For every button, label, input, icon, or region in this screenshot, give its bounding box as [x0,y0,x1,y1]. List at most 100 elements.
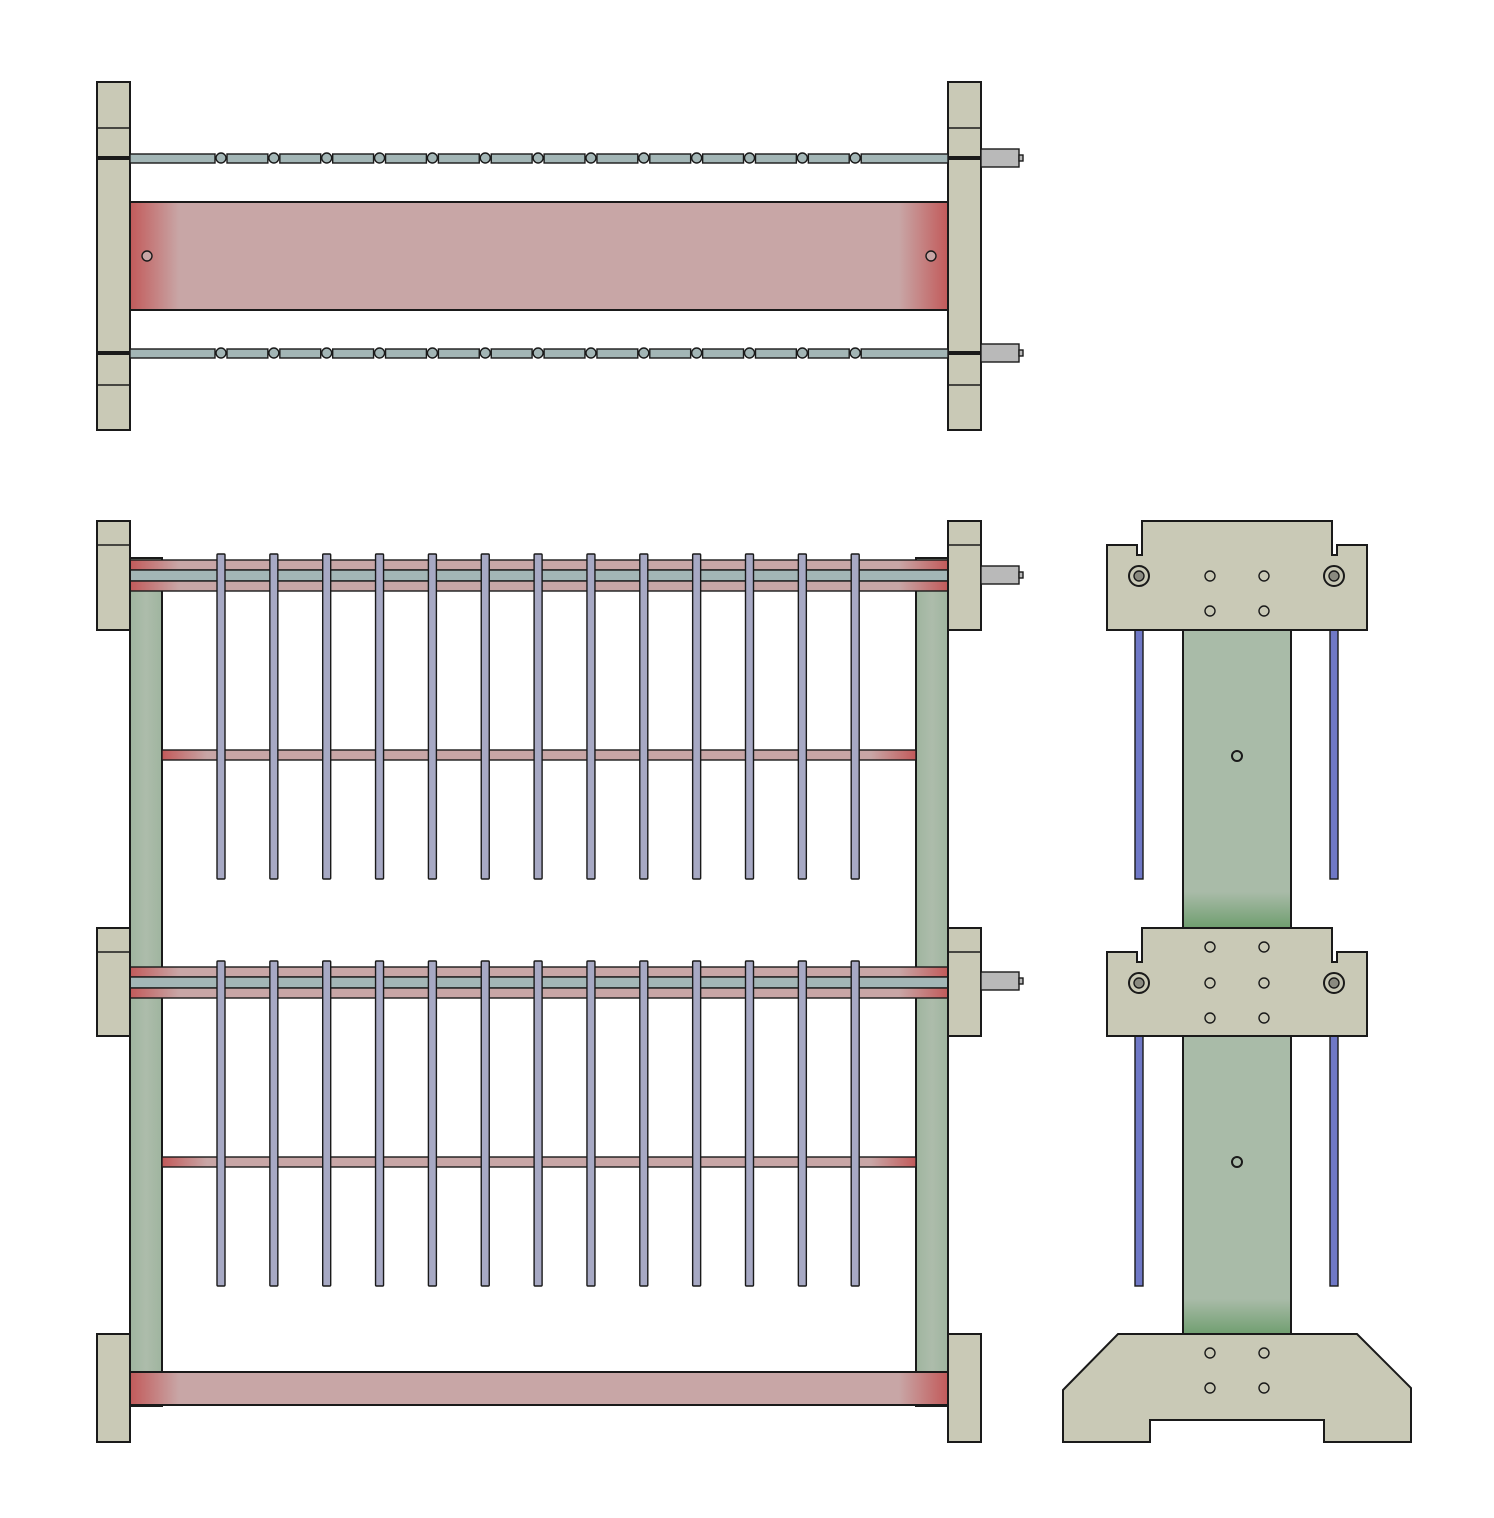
side-foot [1062,1333,1412,1443]
rod-segment [129,348,216,359]
rod-segment [701,348,745,359]
tine-joint [373,152,386,164]
bracket [96,927,131,1037]
rod-segment [649,153,692,164]
front-tier-2 [129,960,949,1287]
knob-pin [980,343,1020,363]
side-spine-upper [1182,627,1292,929]
knob-pin [980,565,1020,585]
side-view [1062,520,1412,1443]
bracket [96,520,131,631]
tine [269,553,279,880]
tine [216,553,226,880]
tine [744,960,755,1287]
rod-segment [226,348,269,359]
bracket [947,520,982,631]
left-end-bracket [96,81,131,431]
rod-segment [437,153,480,164]
tine-joint [215,152,227,164]
tine-joint [743,347,756,359]
tine-joint [479,152,491,164]
tine [427,960,438,1287]
tine [480,553,490,880]
tine [850,553,860,880]
tine-joint [479,347,491,359]
left-brackets [96,520,131,1443]
tine [533,553,543,880]
tine-joint [268,347,280,359]
tine-joint [268,152,280,164]
tine-joint [426,347,439,359]
bracket [947,927,982,1037]
tine [744,553,755,880]
tine [586,960,596,1287]
tine [797,960,808,1287]
rod-segment [543,153,586,164]
rod-segment [754,348,798,359]
rod-segment [807,153,850,164]
tine [427,553,438,880]
tine [216,960,226,1287]
tine [586,553,596,880]
rod-segment [490,153,533,164]
tine-joint [532,347,544,359]
rod-segment [860,153,949,164]
rod-segment [384,153,428,164]
tine-joint [321,152,333,164]
tine-joint [373,347,386,359]
tine [269,960,279,1287]
screw-hole [1231,750,1243,762]
screw-hole [925,250,937,262]
tine-joint [796,347,809,359]
tine-joint [690,152,703,164]
rod-segment [754,153,798,164]
front-tiers [129,553,949,1287]
side-tine [1134,627,1144,880]
base-rail-panel [129,201,949,311]
knob-pin [980,148,1020,168]
tine-joint [849,152,861,164]
tine-row-top [97,152,981,164]
tine-joint [585,347,597,359]
tine-joint [638,152,650,164]
side-tine [1329,627,1339,880]
tine [322,960,332,1287]
rod-segment [543,348,586,359]
rod-segment [649,348,692,359]
screw-hole [141,250,153,262]
tine-joint [532,152,544,164]
rod-segment [279,153,322,164]
rod-segment [860,348,949,359]
tine-row-bottom [97,347,981,359]
side-clamp-middle [1106,927,1368,1037]
tine [850,960,860,1287]
top-view [96,81,1024,431]
tine-joint [690,347,703,359]
rod-segment [279,348,322,359]
rod-segment [332,153,375,164]
tine-joint [743,152,756,164]
side-tines [1134,627,1339,1287]
tine [322,553,332,880]
tine-joint [215,347,227,359]
side-spine-lower [1182,1034,1292,1336]
front-tier-1 [129,553,949,880]
rod-segment [384,348,428,359]
right-end-bracket [947,81,982,431]
tine-joint [638,347,650,359]
rod-segment [701,153,745,164]
rod-segment [437,348,480,359]
rod-segment [596,348,639,359]
tine [691,960,702,1287]
tine [374,553,385,880]
tine [691,553,702,880]
side-tine [1134,1034,1144,1287]
tine [639,960,649,1287]
rod-segment [129,153,216,164]
side-tine [1329,1034,1339,1287]
side-clamp-upper [1106,520,1368,631]
rod-segment [332,348,375,359]
bottom-base-rail [129,1371,949,1406]
tine-joint [321,347,333,359]
